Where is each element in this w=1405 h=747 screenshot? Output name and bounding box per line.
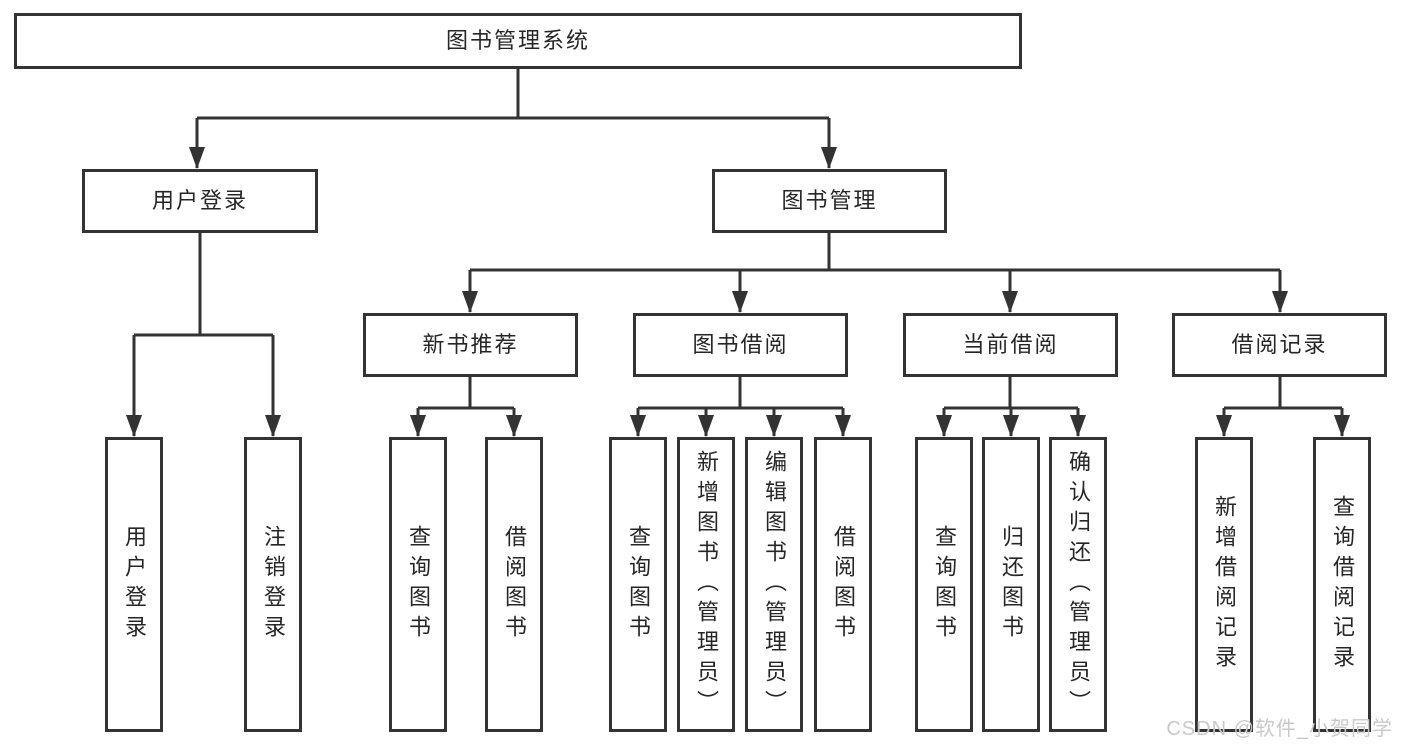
node-label: 归还图书 bbox=[999, 524, 1024, 645]
node-label: 借阅图书 bbox=[502, 524, 527, 645]
node-label: 图书借阅 bbox=[692, 332, 789, 357]
node-confirm-return-admin: 确认归还（管理员） bbox=[1049, 437, 1107, 732]
node-label: 借阅记录 bbox=[1231, 332, 1328, 357]
node-label: 查询图书 bbox=[406, 524, 431, 645]
node-query-books-borrowing: 查询图书 bbox=[609, 437, 667, 732]
node-current-borrowing: 当前借阅 bbox=[903, 313, 1118, 377]
node-return-books: 归还图书 bbox=[982, 437, 1040, 732]
node-label: 用户登录 bbox=[151, 188, 248, 213]
node-book-management: 图书管理 bbox=[712, 169, 947, 233]
node-borrow-books-borrowing: 借阅图书 bbox=[814, 437, 872, 732]
node-query-books-current: 查询图书 bbox=[915, 437, 973, 732]
node-edit-books-admin: 编辑图书（管理员） bbox=[745, 437, 803, 732]
node-library-system: 图书管理系统 bbox=[14, 13, 1022, 69]
node-label: 图书管理系统 bbox=[445, 28, 590, 53]
node-logout: 注销登录 bbox=[244, 437, 302, 732]
watermark-text: CSDN @软件_小贺同学 bbox=[1166, 718, 1393, 740]
node-label: 用户登录 bbox=[122, 524, 147, 645]
node-label: 编辑图书（管理员） bbox=[762, 449, 787, 720]
node-borrowing-records: 借阅记录 bbox=[1172, 313, 1387, 377]
node-label: 当前借阅 bbox=[962, 332, 1059, 357]
node-label: 图书管理 bbox=[781, 188, 878, 213]
node-label: 查询图书 bbox=[626, 524, 651, 645]
node-user-login: 用户登录 bbox=[82, 169, 318, 233]
node-query-books-newbooks: 查询图书 bbox=[389, 437, 447, 732]
node-add-books-admin: 新增图书（管理员） bbox=[677, 437, 735, 732]
node-label: 新增图书（管理员） bbox=[694, 449, 719, 720]
node-label: 确认归还（管理员） bbox=[1066, 449, 1091, 720]
node-user-login-leaf: 用户登录 bbox=[105, 437, 163, 732]
node-label: 查询借阅记录 bbox=[1330, 494, 1355, 675]
node-book-borrowing: 图书借阅 bbox=[633, 313, 848, 377]
node-label: 新书推荐 bbox=[422, 332, 519, 357]
node-label: 注销登录 bbox=[261, 524, 286, 645]
node-borrow-books-newbooks: 借阅图书 bbox=[485, 437, 543, 732]
node-label: 新增借阅记录 bbox=[1212, 494, 1237, 675]
node-add-borrow-record: 新增借阅记录 bbox=[1195, 437, 1253, 732]
node-label: 查询图书 bbox=[932, 524, 957, 645]
node-query-borrow-record: 查询借阅记录 bbox=[1313, 437, 1371, 732]
node-new-book-recommend: 新书推荐 bbox=[363, 313, 578, 377]
node-label: 借阅图书 bbox=[831, 524, 856, 645]
